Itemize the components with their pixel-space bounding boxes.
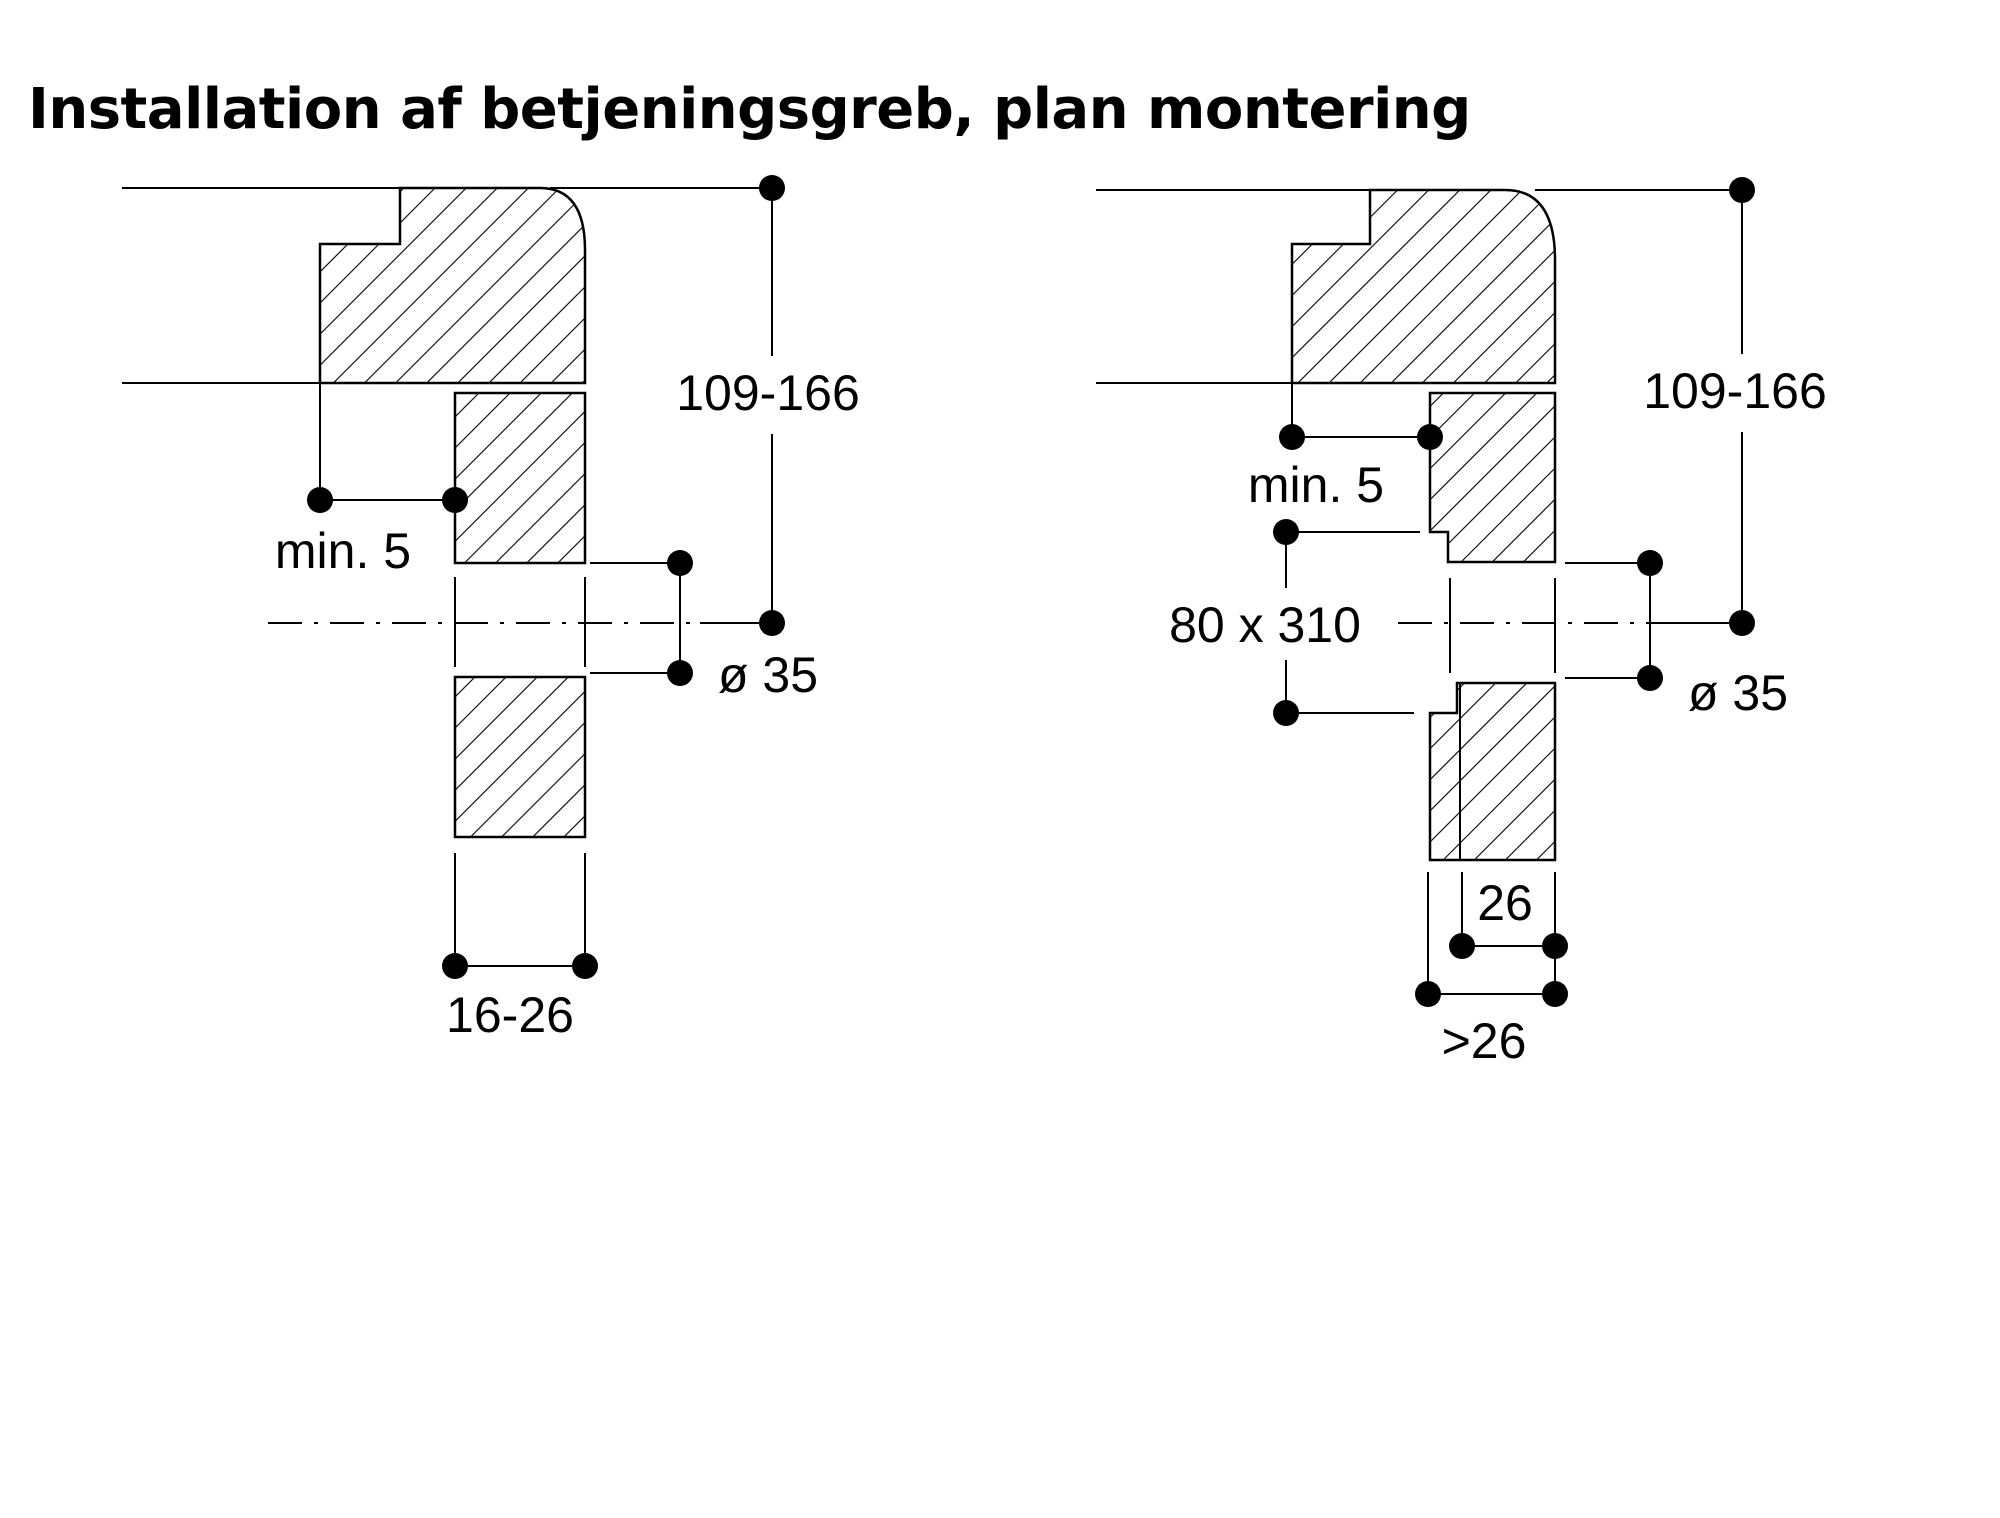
right-thickness-dim-dot-left xyxy=(1449,933,1475,959)
left-thickness-dim-dot-right xyxy=(572,953,598,979)
left-thickness-dim-dot-left xyxy=(442,953,468,979)
right-cutout-dim-dot-bottom xyxy=(1273,700,1299,726)
right-cutout-dim-dot-top xyxy=(1273,519,1299,545)
right-diameter-dim-dot-bottom xyxy=(1637,665,1663,691)
right-thickness-dim-dot-right xyxy=(1542,933,1568,959)
left-height-label: 109-166 xyxy=(676,365,860,421)
right-gap-label: min. 5 xyxy=(1248,457,1384,513)
left-gap-dim-dot-right xyxy=(442,487,468,513)
right-gap-dim-dot-right xyxy=(1417,424,1443,450)
left-upper-panel xyxy=(453,391,587,565)
left-knob-section xyxy=(318,186,587,385)
right-lower-panel xyxy=(1428,681,1557,862)
left-gap-label: min. 5 xyxy=(275,523,411,579)
left-diagram: 109-166 min. 5 ø 35 16-26 xyxy=(122,175,860,1043)
right-diameter-dim-dot-top xyxy=(1637,550,1663,576)
right-min-thickness-dim-dot-left xyxy=(1415,981,1441,1007)
right-height-dim-dot-bottom xyxy=(1729,610,1755,636)
left-height-dim-dot-bottom xyxy=(759,610,785,636)
right-height-dim-dot-top xyxy=(1729,177,1755,203)
left-diameter-dim-dot-bottom xyxy=(667,660,693,686)
left-gap-dim-dot-left xyxy=(307,487,333,513)
right-height-label: 109-166 xyxy=(1643,363,1827,419)
right-min-thickness-dim-dot-right xyxy=(1542,981,1568,1007)
left-diameter-dim-dot-top xyxy=(667,550,693,576)
page-title: Installation af betjeningsgreb, plan mon… xyxy=(28,77,1471,142)
right-thickness-label: 26 xyxy=(1477,875,1533,931)
left-diameter-label: ø 35 xyxy=(718,647,818,703)
left-height-dim-dot-top xyxy=(759,175,785,201)
right-upper-panel xyxy=(1428,391,1557,564)
right-knob-section xyxy=(1290,188,1557,385)
left-lower-panel xyxy=(453,675,587,839)
left-thickness-label: 16-26 xyxy=(446,987,574,1043)
right-gap-dim-dot-left xyxy=(1279,424,1305,450)
right-cutout-label: 80 x 310 xyxy=(1169,597,1361,653)
right-diagram: 109-166 min. 5 80 x 310 ø 35 26 xyxy=(1096,177,1827,1069)
right-min-thickness-label: >26 xyxy=(1442,1013,1527,1069)
right-diameter-label: ø 35 xyxy=(1688,665,1788,721)
